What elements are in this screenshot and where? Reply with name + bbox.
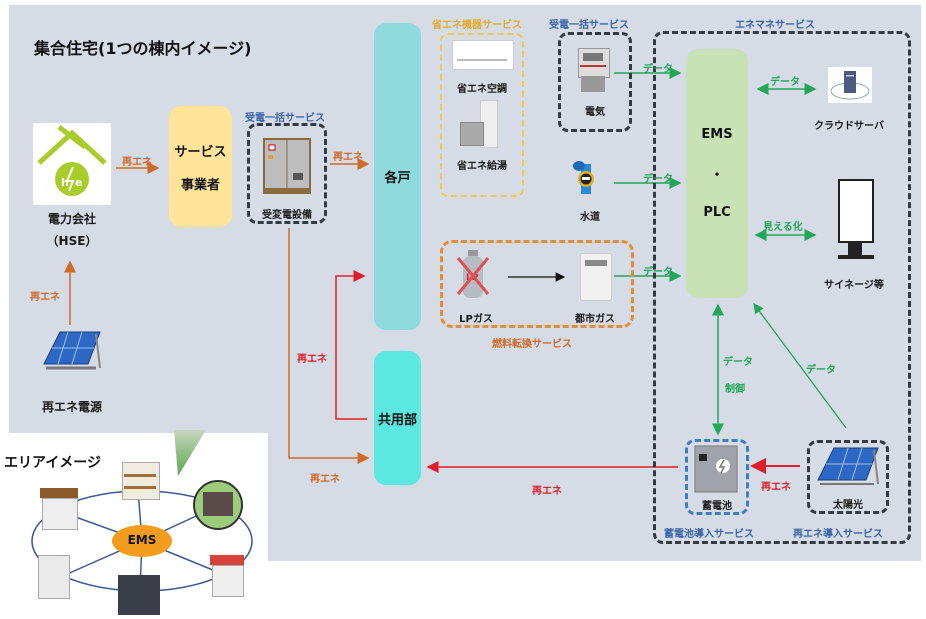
water-meter-icon: [572, 160, 600, 196]
ems-label: EMS: [701, 127, 733, 142]
label-visualize: 見える化: [763, 222, 803, 233]
service-provider-line1: サービス: [174, 144, 227, 160]
energy-saving-item: 省エネ給湯: [457, 161, 507, 172]
city-gas-label: 都市ガス: [575, 314, 615, 325]
lp-gas-cylinder-crossed-icon: LP: [456, 250, 490, 300]
label-control: 制御: [725, 384, 745, 395]
label-data: データ: [770, 77, 800, 88]
signage-label: サイネージ等: [824, 280, 884, 291]
building-office-dark-icon: [118, 575, 160, 615]
enemane-service-label: エネマネサービス: [735, 20, 815, 31]
service-provider-box: サービス 事業者: [169, 106, 232, 227]
arrow-kyoyobu-to-kakoto: [335, 270, 367, 420]
substation-icon: [263, 137, 311, 195]
svg-text:e: e: [75, 176, 82, 189]
cloud-server-label: クラウドサーバ: [814, 121, 884, 132]
bulk-power-left-group: [247, 123, 327, 224]
arrow-substation-to-kyoyobu: [288, 228, 370, 464]
solar-group: [807, 440, 889, 514]
fuel-conversion-group: [440, 240, 634, 328]
electric-meter-icon: [578, 48, 610, 92]
battery-label: 蓄電池: [702, 501, 732, 512]
substation-name: 受変電設備: [262, 210, 312, 221]
battery-group: [685, 439, 749, 515]
fuel-conversion-service-label: 燃料転換サービス: [492, 339, 572, 350]
enemane-group: [653, 31, 911, 544]
label-data: データ: [806, 365, 836, 376]
hse-logo-icon: h e: [37, 125, 107, 196]
kyoyobu-box: 共用部: [374, 351, 421, 485]
label-data: データ: [643, 174, 673, 185]
label-data: データ: [643, 64, 673, 75]
water-label: 水道: [580, 212, 600, 223]
bulk-power-service-label: 受電一括サービス: [245, 113, 325, 124]
ems-node: [112, 525, 172, 557]
building-apartment-balcony-icon: [122, 462, 160, 500]
kyoyobu-label: 共用部: [377, 412, 417, 428]
area-ems-label: EMS: [127, 533, 157, 547]
arrow-solar-to-ems: [753, 302, 847, 429]
solar-service-label: 再エネ導入サービス: [793, 529, 883, 540]
label-renewable-red: 再エネ: [532, 486, 562, 497]
solar-panel-icon: [814, 444, 882, 490]
plc-label: PLC: [703, 205, 731, 220]
renewable-source-name: 再エネ電源: [41, 400, 102, 414]
air-conditioner-icon: [452, 40, 514, 70]
cloud-server-icon: [828, 67, 872, 103]
power-company-name: 電力会社: [47, 212, 96, 226]
energy-saving-item: 省エネ空調: [457, 84, 507, 95]
water-heater-icon: [460, 100, 500, 150]
speech-bubble-pointer: [174, 430, 206, 476]
electric-label: 電気: [585, 107, 605, 118]
kakoto-box: 各戸: [374, 23, 421, 330]
area-image-title: エリアイメージ: [4, 455, 102, 471]
label-data: データ: [723, 357, 753, 368]
label-renewable: 再エネ: [30, 292, 60, 303]
label-renewable-red: 再エネ: [761, 482, 791, 493]
label-renewable: 再エネ: [310, 474, 340, 485]
battery-icon: [693, 444, 739, 496]
ems-separator: ・: [710, 168, 724, 183]
lp-gas-label: LPガス: [459, 314, 493, 325]
label-renewable: 再エネ: [122, 157, 152, 168]
label-renewable: 再エネ: [333, 152, 363, 163]
building-apartment-white-icon: [38, 555, 70, 599]
bulk-power-service-label: 受電一括サービス: [549, 20, 629, 31]
building-office-highlighted-icon: [193, 480, 243, 530]
kakoto-label: 各戸: [384, 171, 411, 186]
signage-icon: [836, 179, 874, 261]
gas-meter-icon: [580, 253, 612, 301]
power-company-logo: h e: [33, 123, 111, 205]
svg-text:h: h: [61, 176, 69, 189]
diagram-title: 集合住宅(1つの棟内イメージ): [34, 39, 252, 58]
label-renewable-red: 再エネ: [297, 354, 327, 365]
energy-saving-service-label: 省エネ機器サービス: [432, 20, 522, 31]
power-company-sub: （HSE）: [46, 234, 98, 248]
label-data: データ: [643, 267, 673, 278]
service-provider-line2: 事業者: [180, 177, 220, 193]
bulk-power-right-group: [558, 32, 632, 132]
building-apartment-brown-roof-icon: [40, 488, 78, 530]
building-apartment-red-roof-icon: [210, 555, 244, 597]
solar-panel-icon: [38, 328, 104, 376]
energy-saving-group: [440, 33, 524, 197]
battery-service-label: 蓄電池導入サービス: [664, 529, 754, 540]
ems-plc-box: EMS ・ PLC: [686, 49, 748, 298]
solar-label: 太陽光: [833, 500, 863, 511]
